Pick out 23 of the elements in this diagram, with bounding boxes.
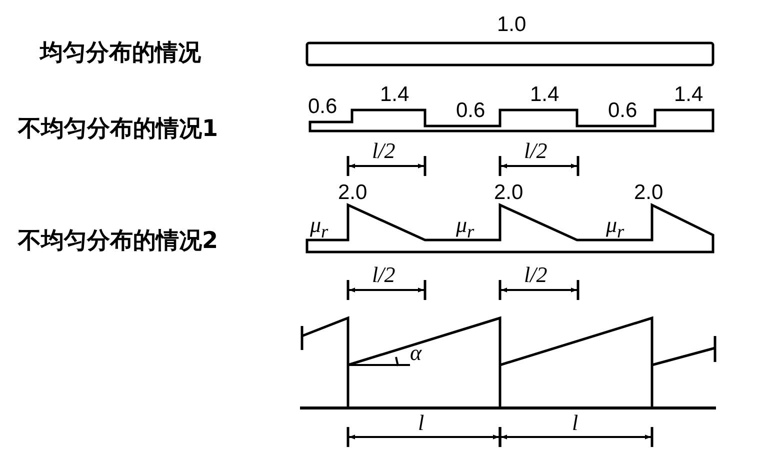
load-value: 0.6 (608, 100, 638, 121)
dimension-label: l/2 (524, 140, 548, 162)
load-value: 1.0 (497, 14, 526, 35)
dimension-label: l (418, 412, 424, 434)
angle-label: α (410, 342, 422, 364)
load-value: 0.6 (456, 100, 486, 121)
dimension-label: l/2 (372, 140, 396, 162)
case-label: 不均匀分布的情况1 (18, 118, 218, 141)
load-value: 1.4 (380, 84, 410, 105)
coefficient-label: μ$_{r}$ (456, 214, 474, 241)
load-value: 2.0 (634, 182, 664, 203)
coefficient-label: μ$_{r}$ (606, 214, 624, 241)
dimension-label: l/2 (524, 264, 548, 286)
load-value: 1.4 (674, 84, 704, 105)
case-label: 不均匀分布的情况2 (18, 230, 218, 253)
case-label: 均匀分布的情况 (40, 42, 201, 65)
load-value: 0.6 (308, 96, 338, 117)
load-value: 2.0 (494, 182, 524, 203)
dimension-label: l/2 (372, 264, 396, 286)
coefficient-label: μ$_{r}$ (310, 214, 328, 241)
load-value: 2.0 (338, 182, 368, 203)
dimension-label: l (572, 412, 578, 434)
load-value: 1.4 (530, 84, 560, 105)
